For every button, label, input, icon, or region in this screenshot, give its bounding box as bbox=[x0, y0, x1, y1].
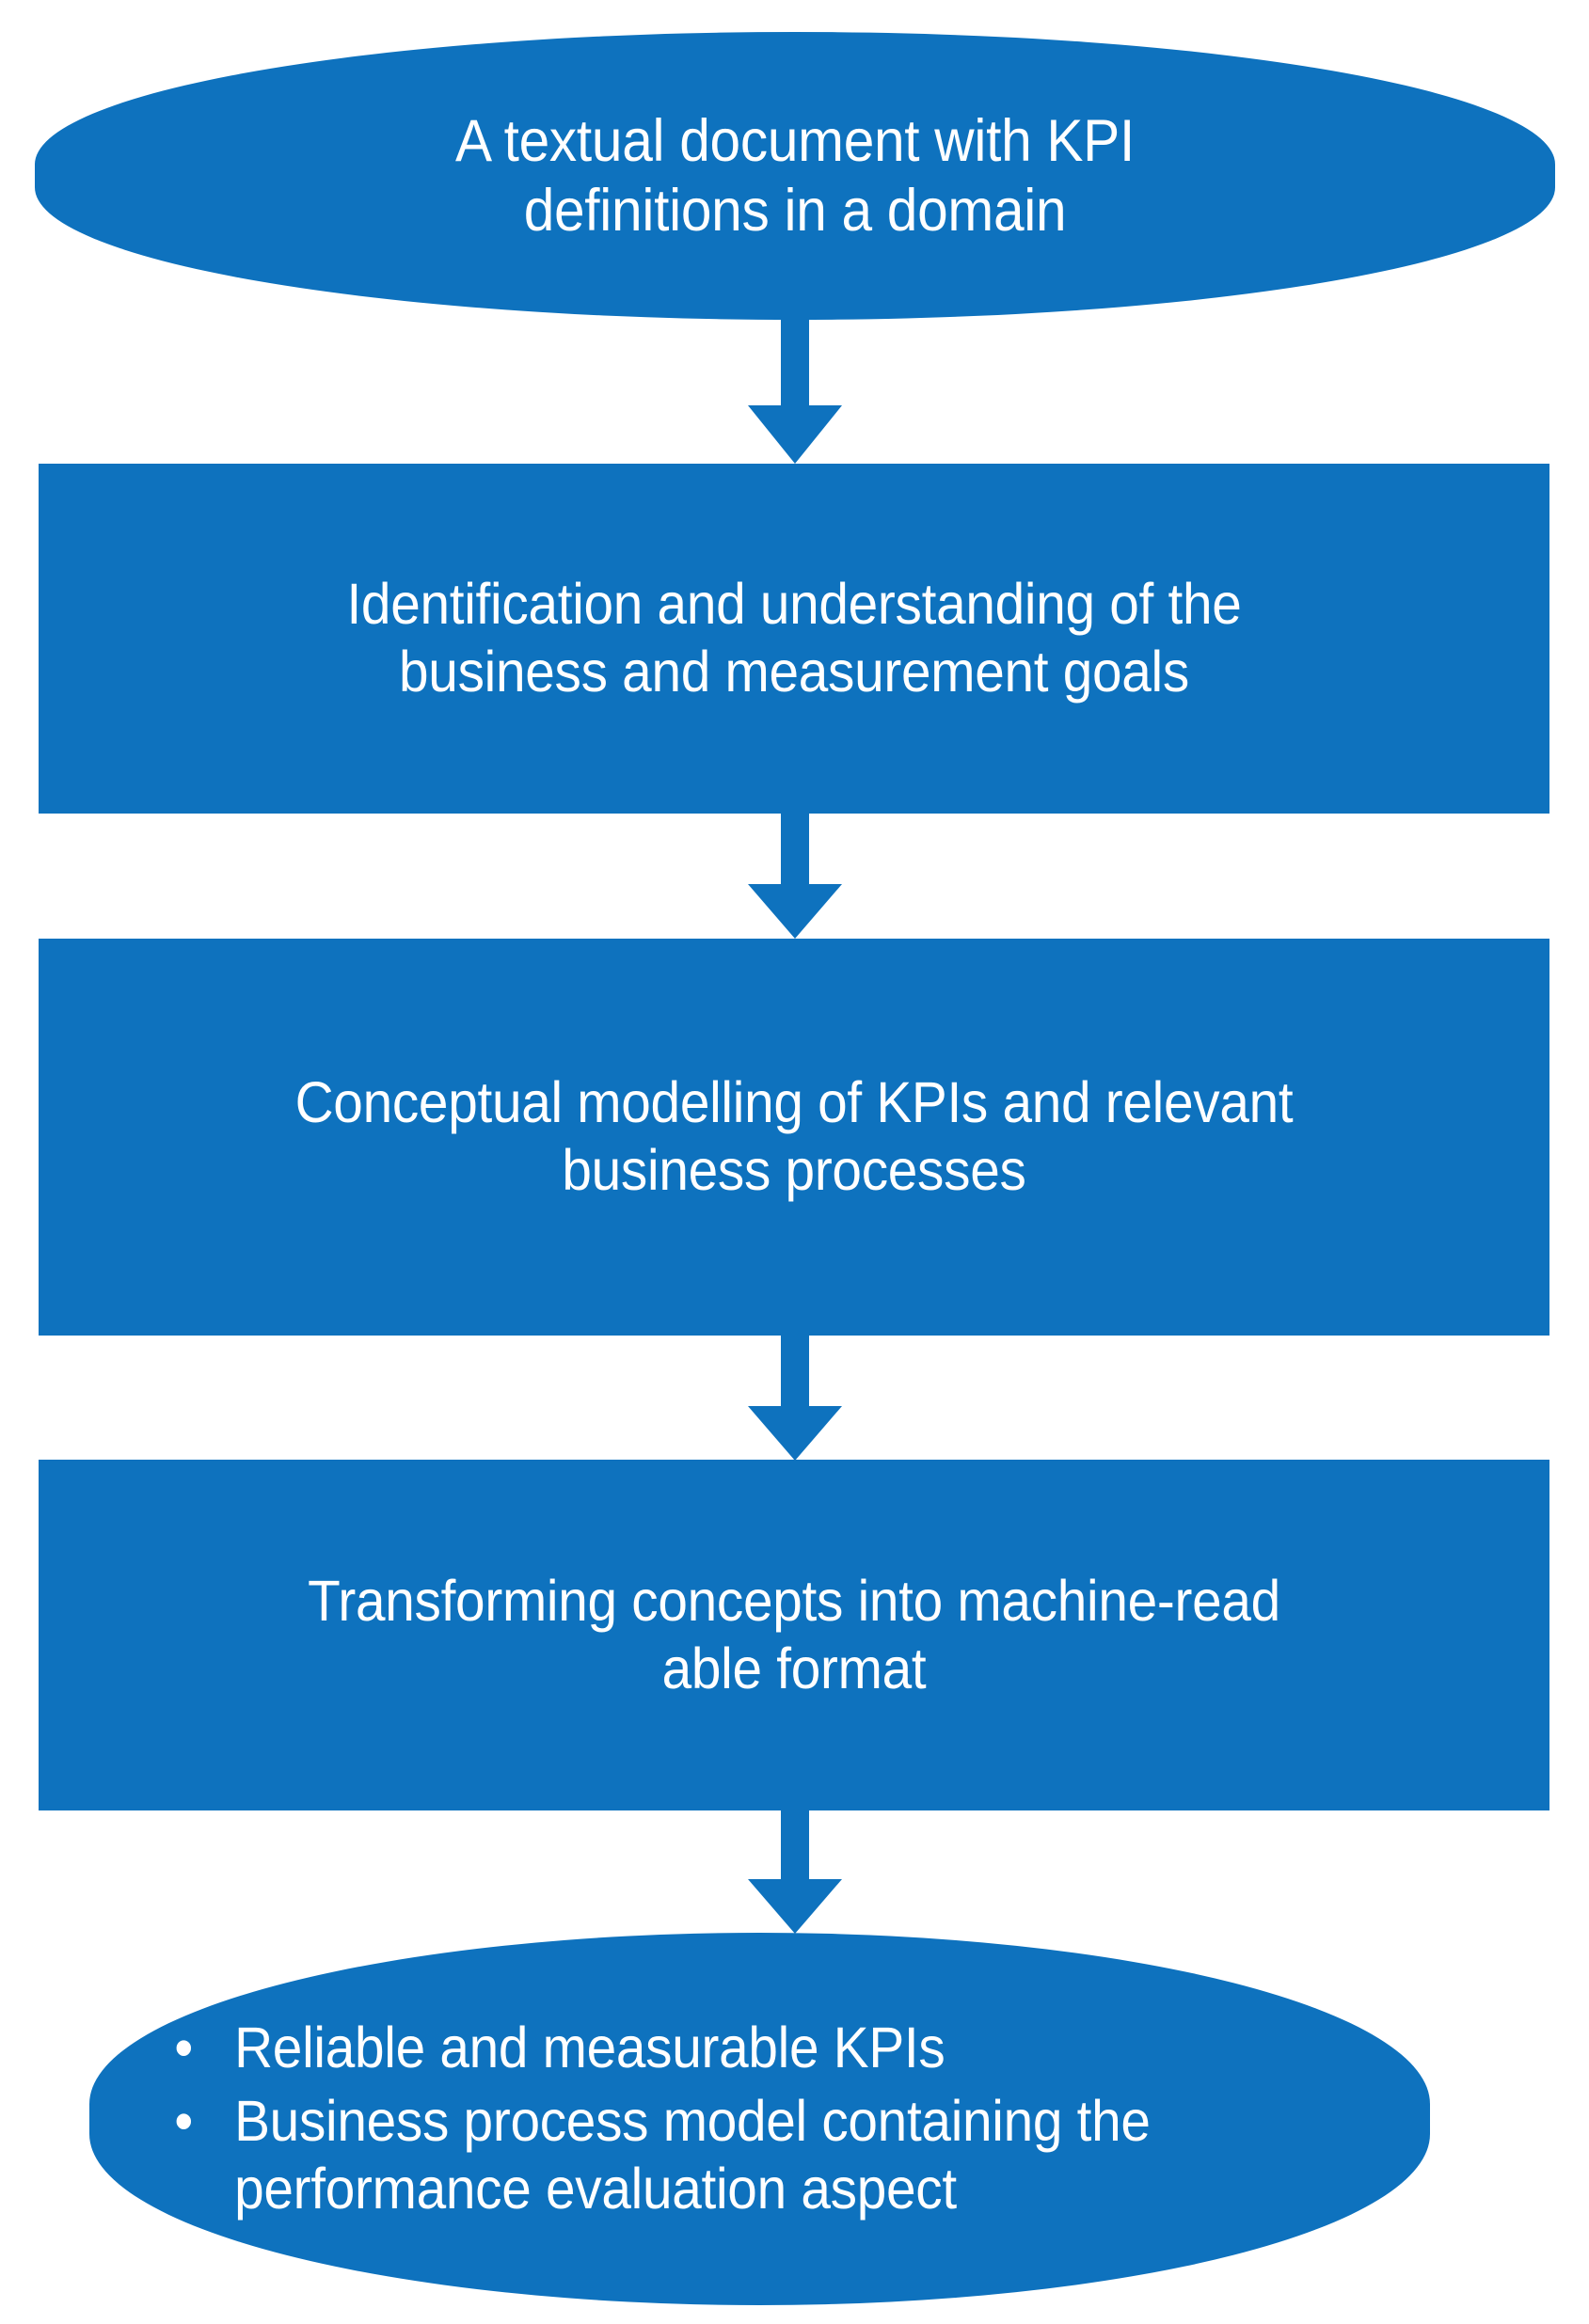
arrow-transform-to-output bbox=[0, 1804, 1589, 1938]
down-arrow-icon bbox=[748, 313, 842, 464]
flow-node-outputs[interactable]: • Reliable and measurable KPIs • Busines… bbox=[89, 1933, 1430, 2305]
flow-node-outputs-list-item-label: Reliable and measurable KPIs bbox=[234, 2016, 945, 2080]
arrow-source-to-identify bbox=[0, 313, 1589, 468]
flow-node-identify-goals-label: Identification and understanding of the … bbox=[91, 571, 1497, 706]
arrow-model-to-transform bbox=[0, 1329, 1589, 1465]
flow-node-source-document[interactable]: A textual document with KPI definitions … bbox=[35, 32, 1555, 320]
flow-node-conceptual-modelling-line-1: Conceptual modelling of KPIs and relevan… bbox=[294, 1070, 1294, 1135]
bullet-point-icon: • bbox=[174, 2089, 193, 2154]
flow-node-conceptual-modelling-label: Conceptual modelling of KPIs and relevan… bbox=[91, 1069, 1497, 1205]
flow-node-conceptual-modelling-line-2: business processes bbox=[562, 1138, 1026, 1202]
flow-node-transform-machine-readable-label: Transforming concepts into machine-read … bbox=[91, 1568, 1497, 1703]
down-arrow-icon bbox=[748, 1329, 842, 1461]
down-arrow-icon bbox=[748, 807, 842, 939]
flow-node-identify-goals[interactable]: Identification and understanding of the … bbox=[39, 464, 1549, 814]
flow-node-outputs-list-item-label: Business process model containing the pe… bbox=[234, 2089, 1151, 2221]
flow-node-identify-goals-line-1: Identification and understanding of the bbox=[346, 572, 1242, 637]
flow-node-source-document-line-1: A textual document with KPI bbox=[455, 107, 1135, 174]
flow-node-transform-machine-readable[interactable]: Transforming concepts into machine-read … bbox=[39, 1460, 1549, 1810]
flow-node-outputs-list-item: • Business process model containing the … bbox=[161, 2088, 1317, 2223]
flow-node-source-document-label: A textual document with KPI definitions … bbox=[88, 106, 1502, 246]
flow-node-identify-goals-line-2: business and measurement goals bbox=[399, 640, 1189, 704]
arrow-identify-to-model bbox=[0, 807, 1589, 943]
flow-node-outputs-list: • Reliable and measurable KPIs • Busines… bbox=[89, 2015, 1430, 2223]
flow-node-source-document-line-2: definitions in a domain bbox=[523, 178, 1067, 244]
flow-node-conceptual-modelling[interactable]: Conceptual modelling of KPIs and relevan… bbox=[39, 939, 1549, 1336]
down-arrow-icon bbox=[748, 1804, 842, 1934]
flow-node-outputs-list-item: • Reliable and measurable KPIs bbox=[161, 2015, 1317, 2082]
flow-node-transform-machine-readable-line-1: Transforming concepts into machine-read bbox=[308, 1568, 1280, 1633]
bullet-point-icon: • bbox=[174, 2016, 193, 2080]
flow-node-transform-machine-readable-line-2: able format bbox=[661, 1636, 927, 1700]
